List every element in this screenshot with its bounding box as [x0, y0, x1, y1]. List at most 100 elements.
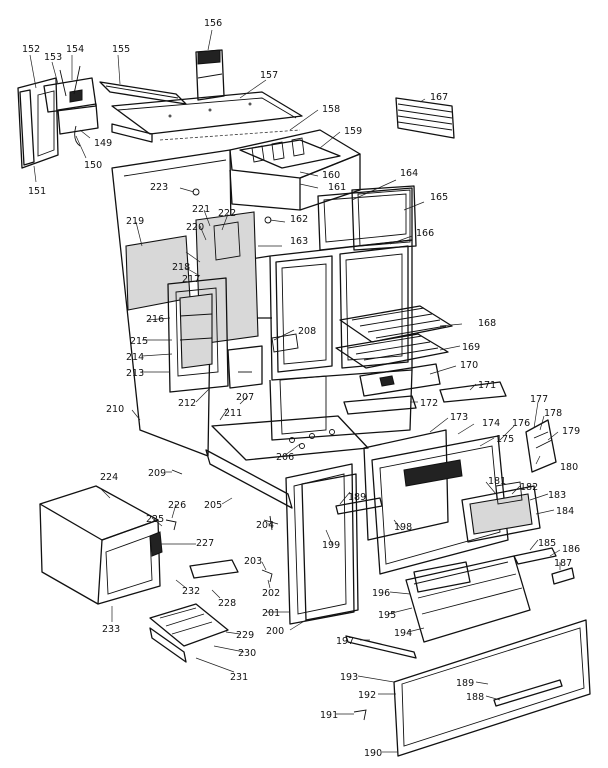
part-label: 210	[106, 404, 124, 415]
oven-bottom-part	[205, 333, 369, 509]
part-label: 160	[322, 170, 340, 181]
part-label: 157	[260, 70, 278, 81]
part-label: 221	[192, 204, 210, 215]
part-label: 233	[102, 624, 120, 635]
fastener-parts	[165, 188, 367, 721]
part-label: 215	[130, 336, 148, 347]
part-label: 164	[400, 168, 418, 179]
part-label: 167	[430, 92, 448, 103]
part-label: 206	[276, 452, 294, 463]
part-label: 228	[218, 598, 236, 609]
part-label: 189	[348, 492, 366, 503]
part-label: 187	[554, 558, 572, 569]
part-label: 150	[84, 160, 102, 171]
part-label: 162	[290, 214, 308, 225]
part-label: 180	[560, 462, 578, 473]
part-label: 207	[236, 392, 254, 403]
part-label: 172	[420, 398, 438, 409]
part-label: 208	[298, 326, 316, 337]
part-label: 196	[372, 588, 390, 599]
part-label: 226	[168, 500, 186, 511]
part-label: 224	[100, 472, 118, 483]
part-label: 213	[126, 368, 144, 379]
burner-element-part	[149, 559, 239, 663]
part-label: 209	[148, 468, 166, 479]
part-label: 184	[556, 506, 574, 517]
part-label: 159	[344, 126, 362, 137]
part-label: 205	[204, 500, 222, 511]
upper-door-part	[167, 277, 263, 393]
warming-box-part	[39, 485, 163, 605]
part-label: 199	[322, 540, 340, 551]
part-label: 193	[340, 672, 358, 683]
part-label: 161	[328, 182, 346, 193]
part-label: 222	[218, 208, 236, 219]
part-label: 149	[94, 138, 112, 149]
part-label: 232	[182, 586, 200, 597]
part-label: 170	[460, 360, 478, 371]
part-label: 171	[478, 380, 496, 391]
part-label: 225	[146, 514, 164, 525]
part-label: 202	[262, 588, 280, 599]
part-label: 176	[512, 418, 530, 429]
part-label: 153	[44, 52, 62, 63]
part-label: 197	[336, 636, 354, 647]
part-label: 174	[482, 418, 500, 429]
part-label: 217	[182, 274, 200, 285]
part-label: 186	[562, 544, 580, 555]
part-label: 154	[66, 44, 84, 55]
part-label: 183	[548, 490, 566, 501]
part-label: 169	[462, 342, 480, 353]
part-label: 178	[544, 408, 562, 419]
part-label: 230	[238, 648, 256, 659]
storage-drawer-part	[345, 555, 591, 757]
part-label: 173	[450, 412, 468, 423]
control-panel-part	[17, 65, 99, 169]
part-label: 212	[178, 398, 196, 409]
vent-grille-part	[395, 97, 455, 139]
top-panel-part	[111, 91, 303, 143]
part-label: 189	[456, 678, 474, 689]
part-label: 188	[466, 692, 484, 703]
part-label: 152	[22, 44, 40, 55]
part-label: 219	[126, 216, 144, 227]
part-number-labels: 152 153 154 155 156 157 167 149 150 151 …	[22, 18, 580, 759]
insulation-panel-part	[351, 185, 417, 251]
part-label: 190	[364, 748, 382, 759]
part-label: 156	[204, 18, 222, 29]
part-label: 194	[394, 628, 412, 639]
part-label: 200	[266, 626, 284, 637]
part-label: 231	[230, 672, 248, 683]
part-label: 204	[256, 520, 274, 531]
part-label: 229	[236, 630, 254, 641]
part-label: 214	[126, 352, 144, 363]
part-label: 211	[224, 408, 242, 419]
hinge-part	[513, 419, 575, 585]
part-label: 151	[28, 186, 46, 197]
part-label: 155	[112, 44, 130, 55]
part-label: 166	[416, 228, 434, 239]
part-label: 220	[186, 222, 204, 233]
part-label: 179	[562, 426, 580, 437]
part-label: 158	[322, 104, 340, 115]
part-label: 192	[358, 690, 376, 701]
part-label: 185	[538, 538, 556, 549]
leader-lines	[29, 29, 561, 753]
oven-body-part	[231, 187, 413, 441]
part-label: 177	[530, 394, 548, 405]
exhaust-duct-part	[195, 49, 225, 101]
part-label: 198	[394, 522, 412, 533]
part-label: 201	[262, 608, 280, 619]
part-label: 181	[488, 476, 506, 487]
part-label: 175	[496, 434, 514, 445]
part-label: 165	[430, 192, 448, 203]
part-label: 223	[150, 182, 168, 193]
part-label: 227	[196, 538, 214, 549]
part-label: 195	[378, 610, 396, 621]
part-label: 218	[172, 262, 190, 273]
part-label: 182	[520, 482, 538, 493]
broiler-pan-part	[343, 363, 507, 415]
door-glass-part	[461, 481, 541, 543]
part-label: 216	[146, 314, 164, 325]
